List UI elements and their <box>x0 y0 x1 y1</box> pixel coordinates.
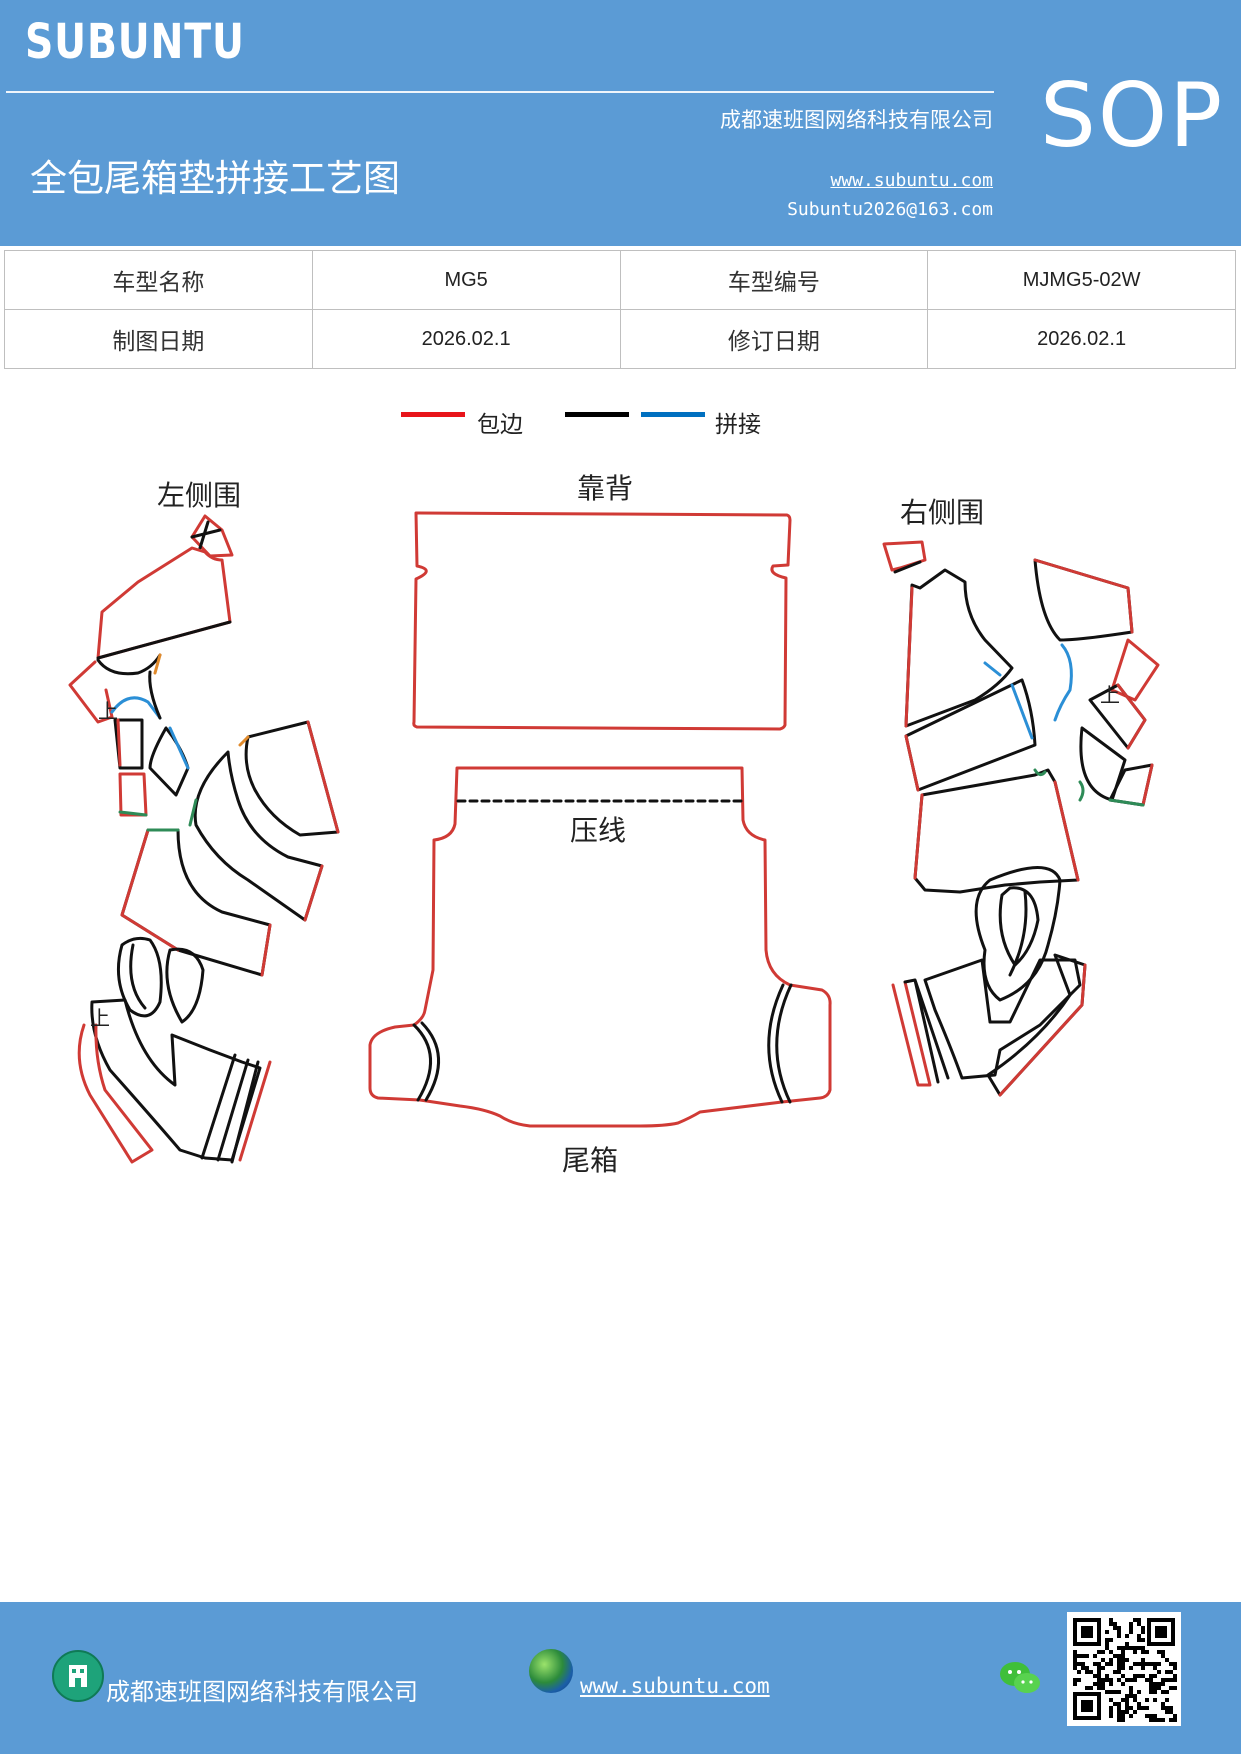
up-mark-right: 上 <box>1100 683 1120 707</box>
header-website-link[interactable]: www.subuntu.com <box>830 170 993 191</box>
right-side-panel-pieces <box>882 540 1160 1097</box>
pattern-diagram: 左侧围 靠背 右侧围 压线 尾箱 上 上 上 <box>68 472 1160 1177</box>
legend-seam-swatch <box>565 412 629 417</box>
revise-date-label: 修订日期 <box>619 309 929 369</box>
header-banner: SUBUNTU SOP 成都速班图网络科技有限公司 全包尾箱垫拼接工艺图 www… <box>0 0 1241 246</box>
qr-code <box>1067 1612 1181 1726</box>
legend-splice-label: 拼接 <box>715 412 761 438</box>
sop-label: SOP <box>1040 64 1225 167</box>
header-company-name: 成都速班图网络科技有限公司 <box>720 108 993 132</box>
wechat-icon[interactable] <box>996 1654 1044 1702</box>
footer-company-name: 成都速班图网络科技有限公司 <box>106 1678 418 1706</box>
brand-logo: SUBUNTU <box>25 14 245 70</box>
backrest-label: 靠背 <box>577 472 633 505</box>
trunk-panel <box>368 766 832 1128</box>
model-code-value: MJMG5-02W <box>927 250 1236 310</box>
left-side-panel-pieces <box>68 514 340 1164</box>
draw-date-value: 2026.02.1 <box>311 309 621 369</box>
legend: 包边 拼接 <box>0 405 1241 445</box>
footer-banner: 成都速班图网络科技有限公司 www.subuntu.com <box>0 1602 1241 1754</box>
model-name-label: 车型名称 <box>4 250 313 310</box>
document-title: 全包尾箱垫拼接工艺图 <box>30 157 400 200</box>
up-mark-left-1: 上 <box>98 699 118 723</box>
footer-website-link[interactable]: www.subuntu.com <box>580 1674 770 1698</box>
model-code-label: 车型编号 <box>619 250 929 310</box>
legend-binding-label: 包边 <box>477 412 523 438</box>
legend-binding-swatch <box>401 412 465 417</box>
draw-date-label: 制图日期 <box>4 309 313 369</box>
left-side-label: 左侧围 <box>157 479 241 512</box>
header-divider <box>6 91 994 93</box>
model-name-value: MG5 <box>311 250 621 310</box>
header-email[interactable]: Subuntu2026@163.com <box>787 199 993 220</box>
backrest-panel <box>412 511 792 731</box>
up-mark-left-2: 上 <box>90 1006 110 1030</box>
table-row: 车型名称 MG5 车型编号 MJMG5-02W <box>4 250 1236 310</box>
revise-date-value: 2026.02.1 <box>927 309 1236 369</box>
globe-icon <box>529 1649 573 1693</box>
right-side-label: 右侧围 <box>900 496 984 529</box>
table-row: 制图日期 2026.02.1 修订日期 2026.02.1 <box>4 309 1236 369</box>
trunk-label: 尾箱 <box>562 1144 618 1177</box>
vehicle-info-table: 车型名称 MG5 车型编号 MJMG5-02W 制图日期 2026.02.1 修… <box>4 250 1236 369</box>
building-icon <box>52 1650 104 1702</box>
crease-label: 压线 <box>570 814 626 847</box>
legend-splice-swatch <box>641 412 705 417</box>
